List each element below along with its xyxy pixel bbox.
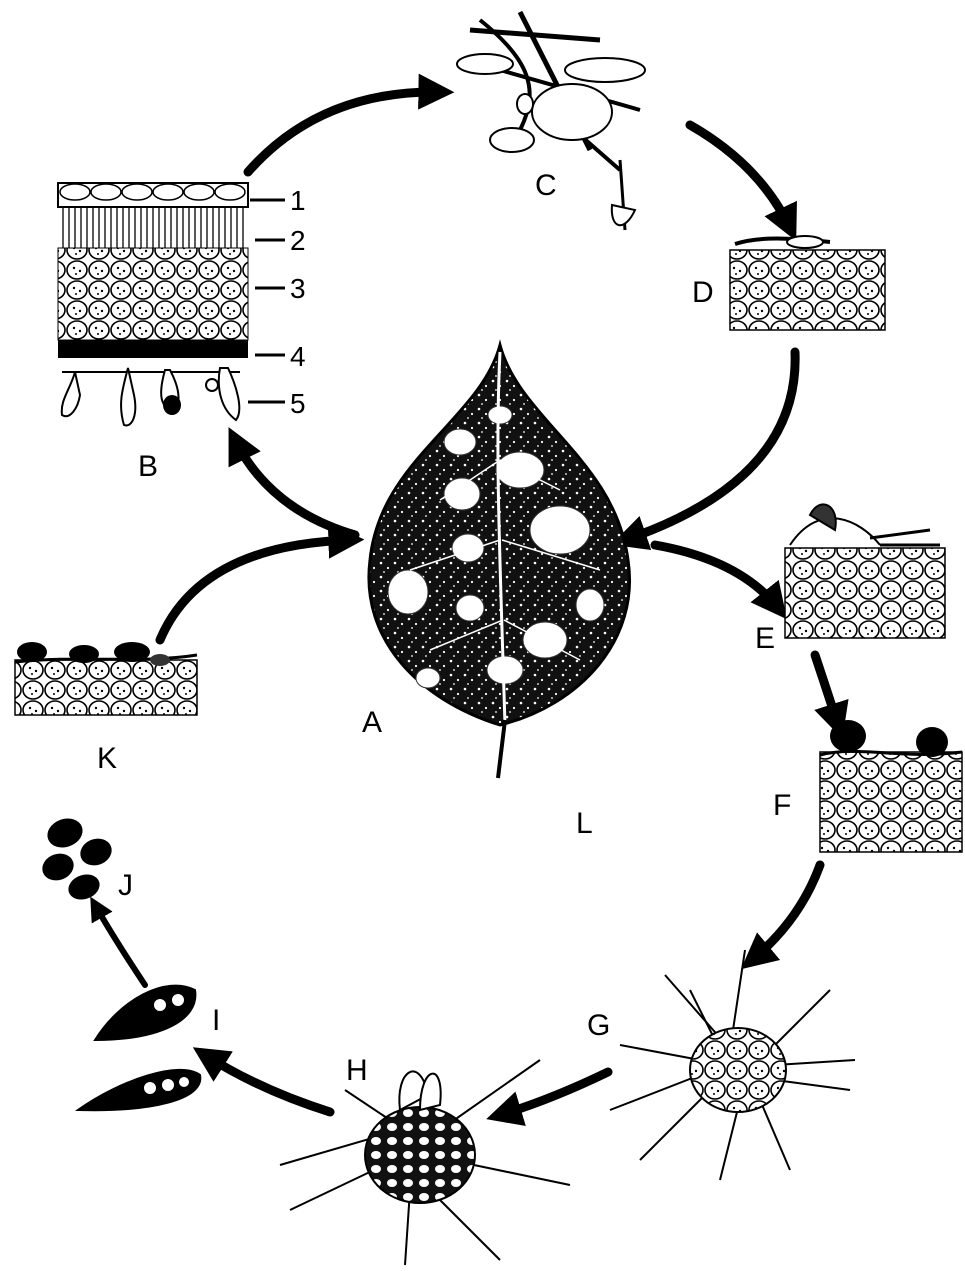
layer-number-3: 3 xyxy=(290,273,306,304)
label-g: G xyxy=(587,1009,610,1042)
stage-j-ascospores: J xyxy=(39,814,133,904)
palisade-layer xyxy=(58,208,248,248)
stage-k-tissue-infection: K xyxy=(15,642,197,775)
arrow-c-to-d xyxy=(690,125,790,228)
layer-number-1: 1 xyxy=(290,185,306,216)
layer-leader-lines xyxy=(248,200,285,402)
arrow-i-to-j xyxy=(95,905,145,985)
spongy-cell-layer xyxy=(58,248,248,340)
stage-a-infected-leaf: A xyxy=(362,345,630,778)
stage-d-infection: D xyxy=(692,236,885,330)
label-l: L xyxy=(576,807,593,840)
label-f: F xyxy=(773,789,791,822)
stage-c-mycelium: C xyxy=(457,12,645,242)
label-e: E xyxy=(755,622,775,655)
stage-h-ruptured-cleistothecium: H xyxy=(280,1054,570,1265)
label-k: K xyxy=(97,742,117,775)
label-a: A xyxy=(362,706,382,739)
arrow-f-to-g xyxy=(752,865,820,960)
arrow-b-to-c xyxy=(248,92,440,172)
arrow-k-to-a xyxy=(160,540,350,640)
layer-number-5: 5 xyxy=(290,388,306,419)
stage-b-leaf-section: 1 2 3 4 5 B xyxy=(58,183,306,483)
label-d: D xyxy=(692,276,714,309)
stage-f-cleistothecia-forming: F xyxy=(773,720,962,852)
layer-number-2: 2 xyxy=(290,225,306,256)
label-j: J xyxy=(118,869,133,902)
layer-number-4: 4 xyxy=(290,341,306,372)
label-i: I xyxy=(212,1004,220,1037)
label-b: B xyxy=(138,450,158,483)
dark-band-layer xyxy=(58,340,248,358)
stage-i-asci: I xyxy=(78,986,220,1111)
surface-hyphae xyxy=(62,368,240,425)
arrow-h-to-i xyxy=(205,1055,330,1112)
arrow-g-to-h xyxy=(500,1072,608,1115)
stage-g-cleistothecium: G xyxy=(587,950,855,1180)
arrow-e-to-f xyxy=(815,655,838,725)
arrow-d-to-a xyxy=(625,352,795,540)
label-h: H xyxy=(346,1054,368,1087)
stage-e-conidiophores: E xyxy=(755,504,945,655)
arrow-a-to-b xyxy=(235,440,355,535)
label-c: C xyxy=(535,169,557,202)
arrow-a-to-e xyxy=(655,545,778,608)
dark-haustorium xyxy=(163,395,181,415)
